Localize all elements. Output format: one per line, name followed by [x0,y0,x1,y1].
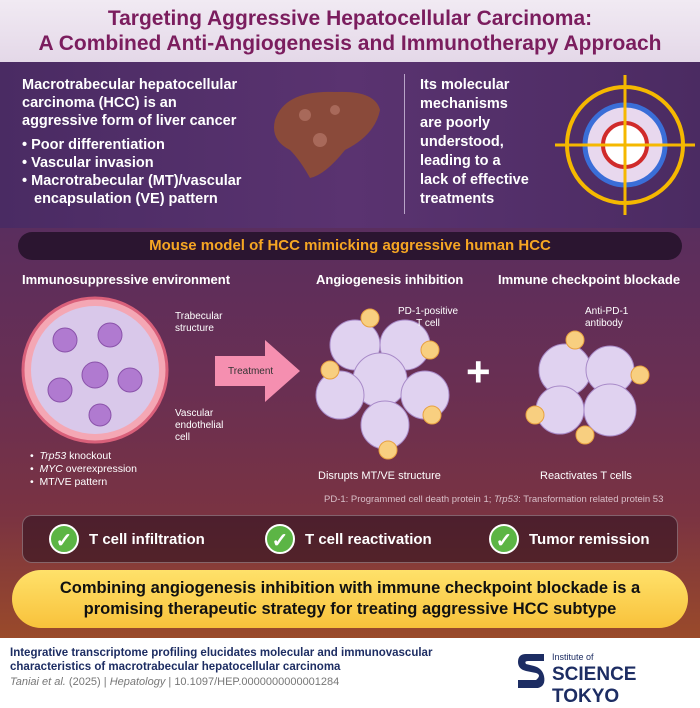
citation: Taniai et al. (2025) | Hepatology | 10.1… [10,676,340,688]
logo-big-text: SCIENCE TOKYO [552,664,637,707]
line: lack of effective [420,172,529,188]
line: Its molecular [420,77,510,93]
outcome-item: ✓T cell reactivation [265,524,432,554]
treatment-arrow [215,340,300,402]
science-tokyo-logo-icon [518,654,545,688]
line: are poorly [420,115,491,131]
line: leading to a [420,153,501,169]
title-line-2: A Combined Anti-Angiogenesis and Immunot… [38,32,662,55]
outcome-item: ✓T cell infiltration [49,524,205,554]
model-features: • Trp53 knockout • MYC overexpression • … [30,450,137,488]
checkpoint-blockade-illustration [525,330,650,445]
bullet: Macrotrabecular (MT)/vascular [31,173,242,189]
footer: Integrative transcriptome profiling eluc… [0,638,700,707]
check-icon: ✓ [265,524,295,554]
check-icon: ✓ [49,524,79,554]
bullet: encapsulation (VE) pattern [34,191,218,207]
outcome-item: ✓Tumor remission [489,524,650,554]
angiogenesis-inhibition-illustration [315,308,450,460]
check-icon: ✓ [489,524,519,554]
line: treatments [420,191,495,207]
line: mechanisms [420,96,508,112]
section-title-env: Immunosuppressive environment [22,272,231,287]
line: understood, [420,134,504,150]
intro-line: aggressive form of liver cancer [22,113,237,129]
plus-sign: + [466,348,491,395]
tumor-vessel-illustration [21,296,169,444]
bullet: Vascular invasion [31,155,154,171]
section-title-icb: Immune checkpoint blockade [498,272,681,287]
divider [404,74,405,214]
outcomes-bar: ✓T cell infiltration ✓T cell reactivatio… [22,515,678,563]
intro-line: Macrotrabecular hepatocellular [22,77,238,93]
footnote: PD-1: Programmed cell death protein 1; T… [324,494,664,505]
model-banner: Mouse model of HCC mimicking aggressive … [18,232,682,260]
intro-text: Macrotrabecular hepatocellular carcinoma… [22,76,237,130]
target-tumor-icon [555,75,695,215]
caption-angio: Disrupts MT/VE structure [318,470,441,482]
conclusion: Combining angiogenesis inhibition with i… [12,570,688,628]
intro-panel: Macrotrabecular hepatocellular carcinoma… [0,62,700,228]
intro-line: carcinoma (HCC) is an [22,95,177,111]
liver-illustration [274,91,380,178]
intro-bullets: • Poor differentiation • Vascular invasi… [22,137,242,207]
bullet: Poor differentiation [31,137,165,153]
logo-small-text: Institute of [552,652,594,662]
title-line-1: Targeting Aggressive Hepatocellular Carc… [107,7,593,30]
title: Targeting Aggressive Hepatocellular Carc… [0,0,700,62]
treatment-label: Treatment [228,366,274,377]
section-title-angio: Angiogenesis inhibition [316,272,464,287]
caption-icb: Reactivates T cells [540,470,632,482]
paper-title: Integrative transcriptome profiling eluc… [10,647,433,673]
mechanism-text: Its molecular mechanisms are poorly underst… [420,76,550,209]
